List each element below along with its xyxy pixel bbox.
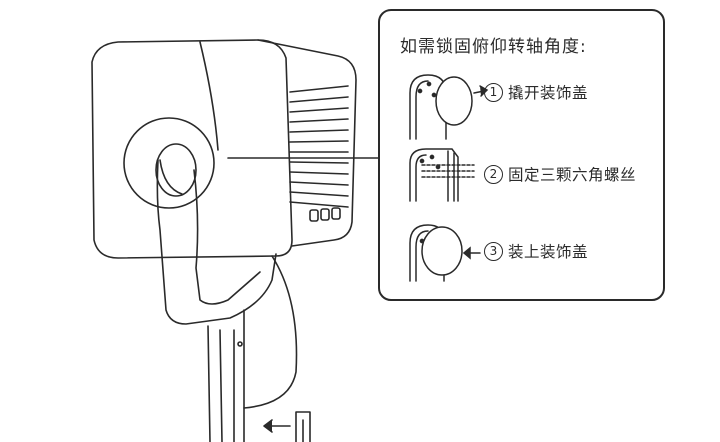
pivot-cap xyxy=(155,143,197,197)
cable xyxy=(243,255,298,409)
projector-back xyxy=(257,39,357,247)
step-1-label: 撬开装饰盖 xyxy=(508,84,589,102)
fix-screws-illustration xyxy=(409,148,475,202)
stand-pole xyxy=(207,309,245,442)
instruction-panel: 如需锁固俯仰转轴角度: xyxy=(378,9,665,301)
projector-body xyxy=(91,39,293,259)
step-illustrations xyxy=(409,74,489,282)
detail-highlight-circle xyxy=(123,117,215,209)
panel-title: 如需锁固俯仰转轴角度: xyxy=(400,37,587,57)
arrow-left-icon xyxy=(263,419,291,433)
support-arm xyxy=(156,159,277,325)
step-2-label: 固定三颗六角螺丝 xyxy=(508,166,637,184)
step-1-number: 1 xyxy=(484,82,503,102)
step-3-number: 3 xyxy=(484,241,503,261)
slot-piece xyxy=(295,411,311,442)
install-cover-illustration xyxy=(409,224,481,282)
vent-grille xyxy=(289,85,349,208)
button-cluster xyxy=(309,207,341,222)
step-1: 1 撬开装饰盖 xyxy=(484,81,588,103)
step-3-label: 装上装饰盖 xyxy=(508,243,589,261)
step-3: 3 装上装饰盖 xyxy=(484,240,588,262)
step-2-number: 2 xyxy=(484,164,503,184)
step-2: 2 固定三颗六角螺丝 xyxy=(484,163,636,185)
open-cover-illustration xyxy=(409,74,489,140)
